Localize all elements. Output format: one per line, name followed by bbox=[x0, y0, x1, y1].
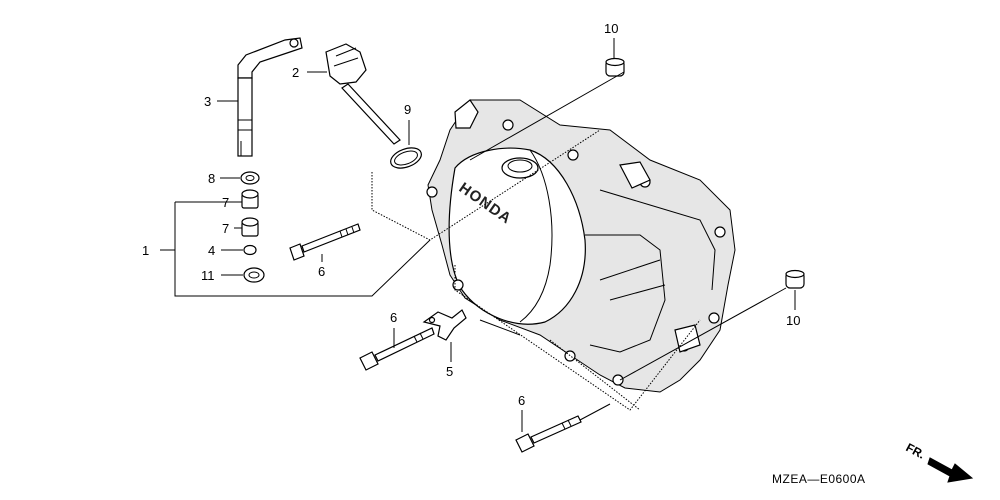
assembly-bracket bbox=[160, 201, 431, 297]
part-8-washer bbox=[240, 171, 260, 185]
callout-6-middle: 6 bbox=[390, 310, 397, 325]
callout-7-upper: 7 bbox=[222, 195, 229, 210]
callout-10-lower: 10 bbox=[786, 313, 800, 328]
part-10-dowel-lower bbox=[785, 269, 805, 289]
callout-4: 4 bbox=[208, 243, 215, 258]
callout-10-upper: 10 bbox=[604, 21, 618, 36]
front-direction-indicator: FR. bbox=[904, 440, 974, 483]
callout-11: 11 bbox=[201, 268, 215, 283]
drawing-code: MZEA—E0600A bbox=[772, 472, 866, 486]
front-arrow-icon bbox=[927, 457, 974, 483]
callout-9: 9 bbox=[404, 102, 411, 117]
filler-opening bbox=[501, 157, 539, 179]
part-10-dowel-upper bbox=[605, 57, 625, 77]
alignment-guides bbox=[371, 129, 701, 411]
callout-2: 2 bbox=[292, 65, 299, 80]
part-7-bearing-lower bbox=[241, 217, 259, 237]
part-6-bolt-middle bbox=[359, 327, 435, 371]
callout-6-lower: 6 bbox=[518, 393, 525, 408]
part-5-bracket bbox=[422, 309, 467, 341]
callout-1: 1 bbox=[142, 243, 149, 258]
part-6-bolt-upper bbox=[289, 223, 361, 261]
callout-7-lower: 7 bbox=[222, 221, 229, 236]
crankcase-cover: HONDA bbox=[426, 99, 736, 393]
callout-labels: 1 2 3 4 5 6 6 6 7 7 8 9 10 10 11 bbox=[142, 21, 800, 408]
callout-6-upper: 6 bbox=[318, 264, 325, 279]
part-6-bolt-lower bbox=[515, 415, 582, 453]
callout-8: 8 bbox=[208, 171, 215, 186]
part-3-shaft bbox=[237, 37, 303, 157]
front-label: FR. bbox=[904, 440, 928, 461]
part-7-bearing-upper bbox=[241, 189, 259, 209]
callout-5: 5 bbox=[446, 364, 453, 379]
part-11-seal bbox=[243, 267, 265, 283]
part-9-o-ring bbox=[390, 147, 422, 169]
part-2-dipstick bbox=[325, 43, 401, 145]
leader-lines bbox=[217, 38, 796, 432]
part-4-clip bbox=[243, 244, 257, 256]
callout-3: 3 bbox=[204, 94, 211, 109]
